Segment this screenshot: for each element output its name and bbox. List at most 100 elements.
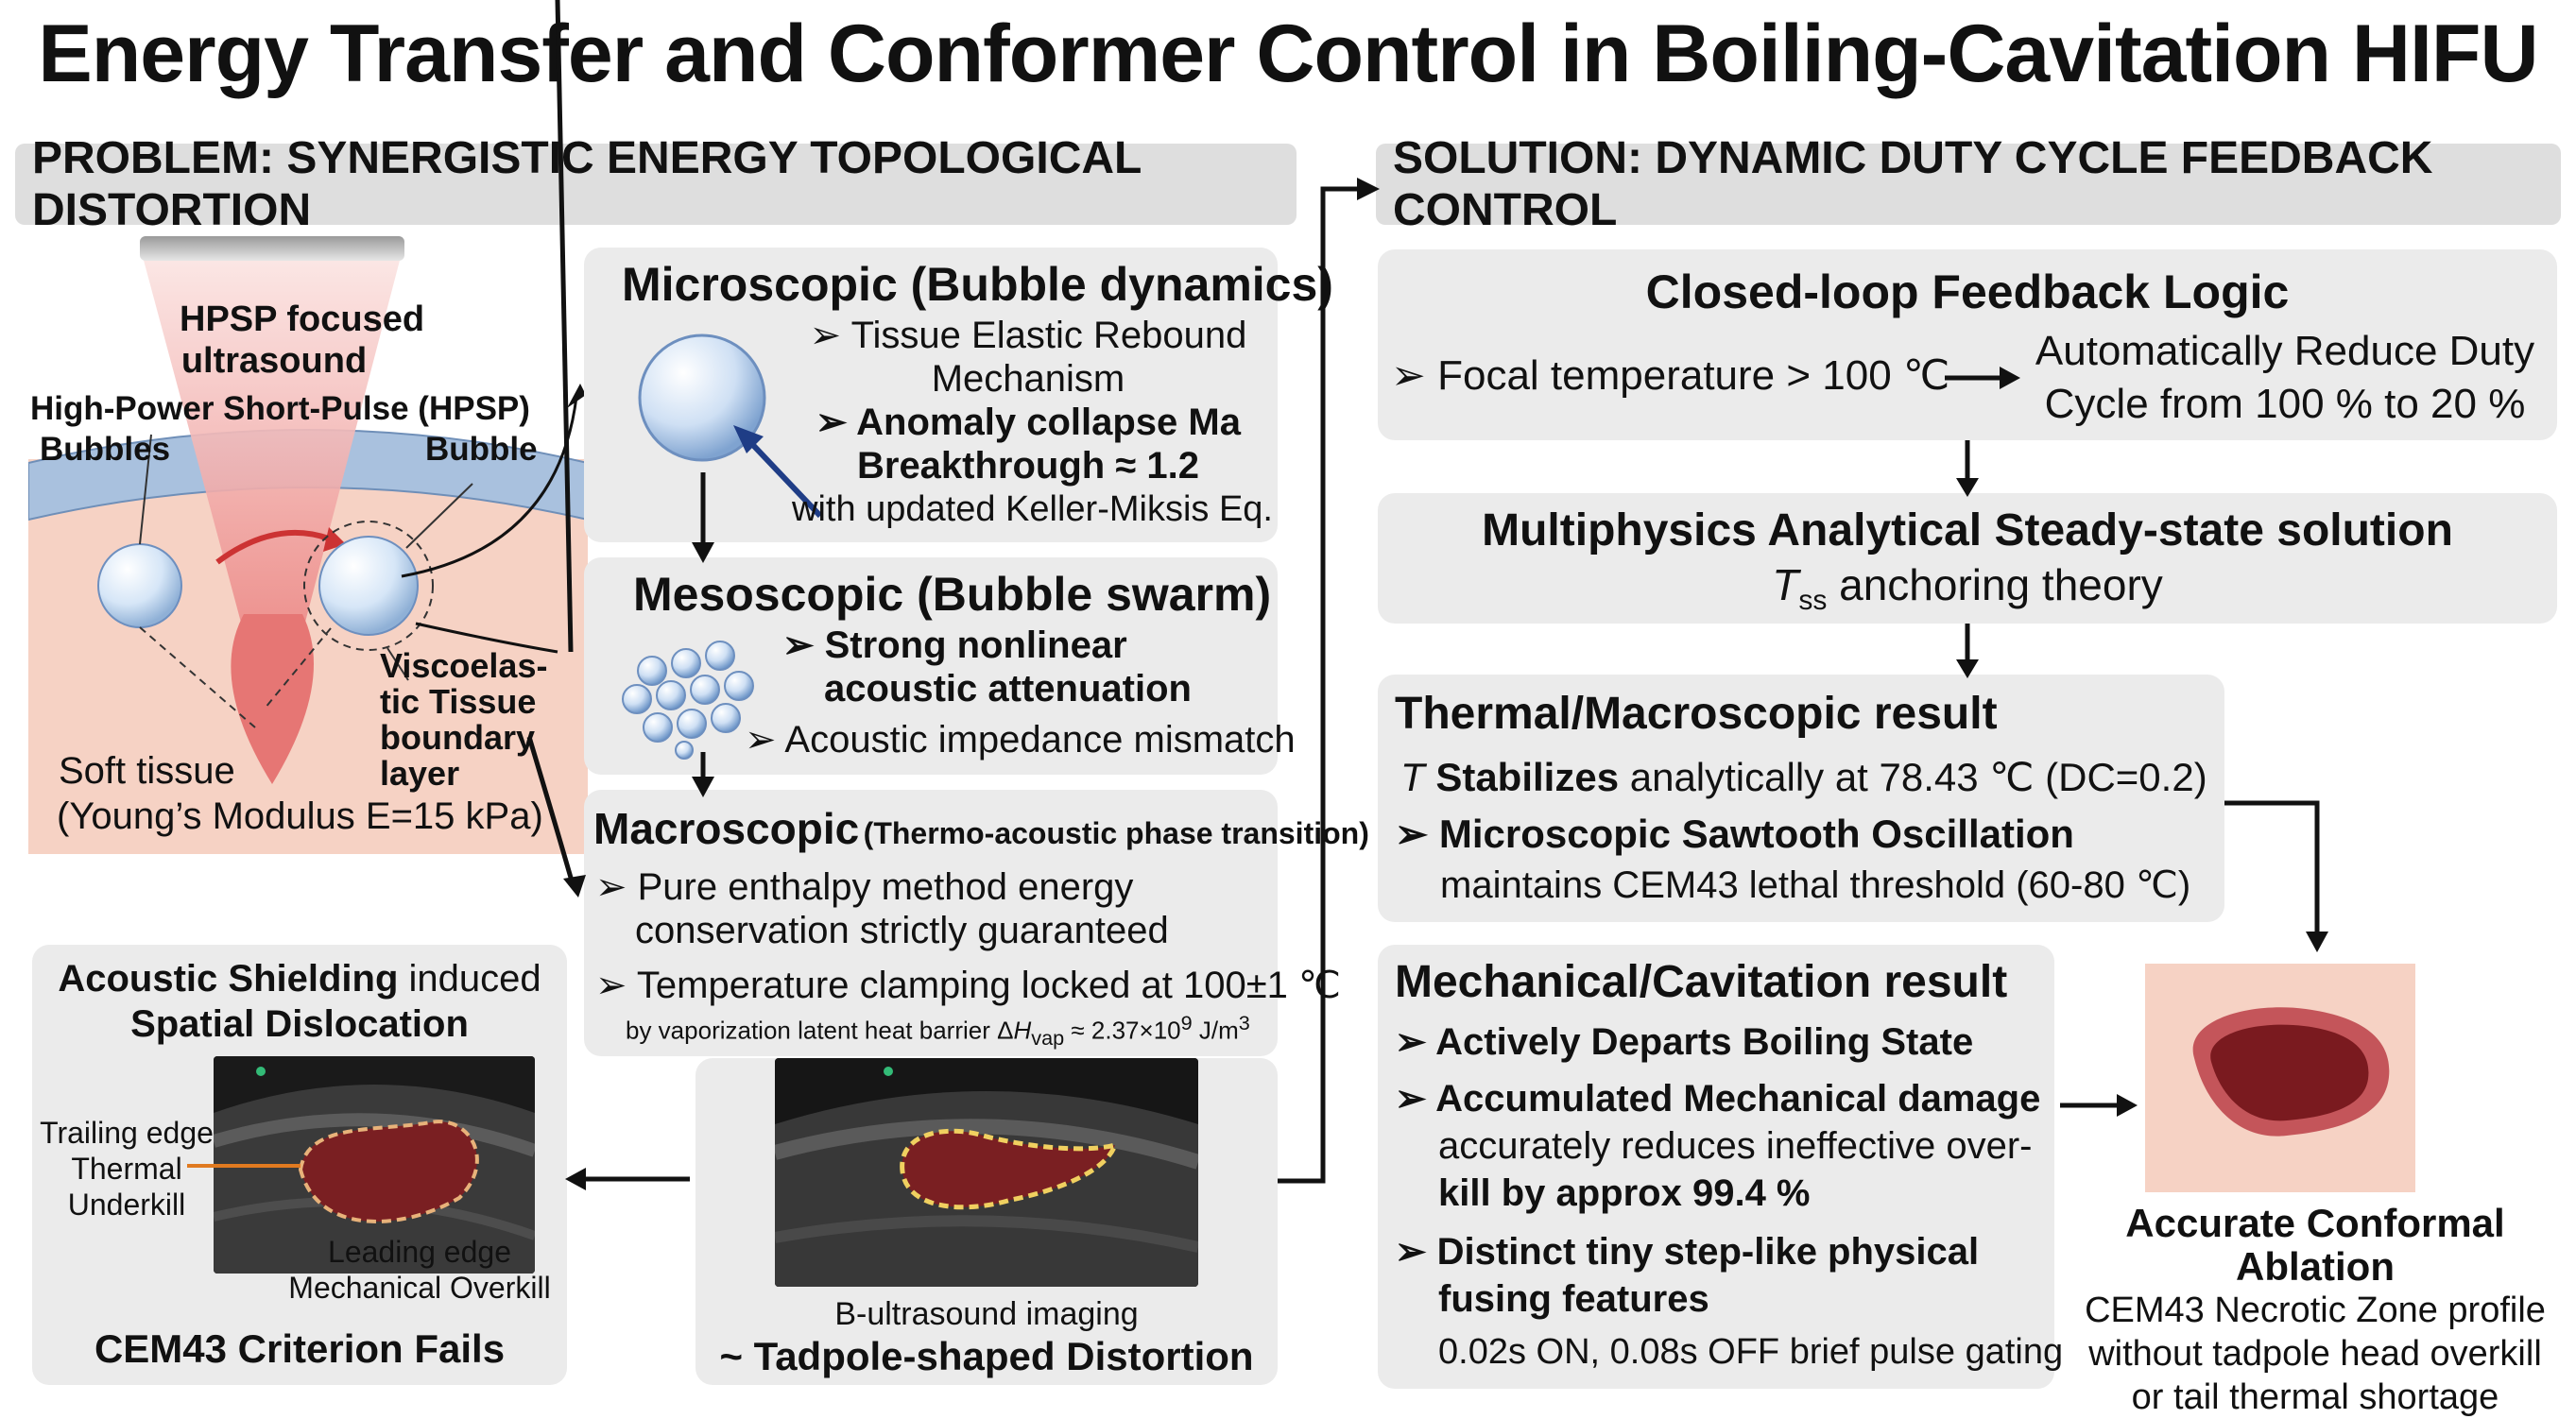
tss-sub: ss [1798,585,1828,617]
closed-loop-panel: Closed-loop Feedback Logic ➢ Focal tempe… [1378,249,2557,440]
multiphysics-subtitle: Tss anchoring theory [1378,559,2557,617]
mesoscopic-line3: ➢ Acoustic impedance mismatch [745,719,1296,761]
bubble-swarm-graphic [622,641,754,760]
beam-label-line1: HPSP focused [180,299,425,339]
thermal-value: analytically at 78.43 ℃ (DC=0.2) [1619,755,2207,799]
latent-heat-text: by vaporization latent heat barrier Δ [626,1016,1014,1045]
shielding-title-bold1: Acoustic Shielding [58,958,399,1000]
microscopic-line5: with updated Keller-Miksis Eq. [792,489,1273,529]
leading-line1: Leading edge [328,1235,511,1269]
mechanical-panel: Mechanical/Cavitation result ➢ Actively … [1378,945,2063,1389]
mechanical-line6: fusing features [1438,1278,1709,1320]
shielding-panel: Acoustic Shielding induced Spatial Dislo… [32,945,567,1385]
viscoelastic-label: Viscoelas- tic Tissue boundary layer [380,648,547,792]
ablation-title: Accurate Conformal Ablation [2125,1201,2505,1289]
mesoscopic-line1: ➢ Strong nonlinear [782,624,1127,666]
solution-header: SOLUTION: DYNAMIC DUTY CYCLE FEEDBACK CO… [1376,133,2561,235]
visco-line3: boundary [380,718,536,757]
macroscopic-panel: Macroscopic (Thermo-acoustic phase trans… [584,790,1369,1056]
problem-header: PROBLEM: SYNERGISTIC ENERGY TOPOLOGICAL … [15,133,1297,235]
single-bubble-graphic [638,333,823,519]
latent-heat-unit: J/m [1192,1016,1239,1045]
mechanical-line3: accurately reduces ineffective over- [1438,1125,2033,1167]
ablation-line1: CEM43 Necrotic Zone profile [2085,1291,2546,1330]
trailing-line3: Underkill [67,1188,186,1222]
beam-label: HPSP focused ultrasound [180,299,425,382]
tissue-illustration-svg [27,236,589,854]
ablation-image [2145,964,2415,1192]
ultrasound-image-tadpole [775,1058,1198,1287]
macroscopic-title: Macroscopic [593,804,860,853]
mesoscopic-line2: acoustic attenuation [824,668,1192,710]
microscopic-text: ➢ Tissue Elastic Rebound Mechanism ➢ Ano… [792,314,1273,531]
macroscopic-text: ➢ Pure enthalpy method energy conservati… [595,865,1341,1007]
mechanical-line4: kill by approx 99.4 % [1438,1172,1811,1214]
bubble-label: Bubble [425,431,538,468]
latent-heat-unit-exp: 3 [1238,1011,1250,1034]
mesoscopic-title: Mesoscopic (Bubble swarm) [633,568,1272,621]
latent-heat-sub: vap [1031,1025,1065,1050]
mechanical-title: Mechanical/Cavitation result [1395,957,2008,1007]
tss-symbol: T [1772,560,1799,609]
thermal-line1: T Stabilizes analytically at 78.43 ℃ (DC… [1400,754,2207,800]
microscopic-line4: Breakthrough ≈ 1.2 [856,445,1200,487]
ablation-line3: or tail thermal shortage [2131,1377,2499,1417]
visco-line1: Viscoelas- [380,646,548,685]
visco-line4: layer [380,754,460,793]
ablation-caption: Accurate Conformal Ablation CEM43 Necrot… [2060,1202,2570,1419]
shielding-title-bold2: Spatial Dislocation [130,1003,469,1045]
soft-tissue-label: Soft tissue [59,750,235,792]
tss-rest: anchoring theory [1827,560,2163,609]
microscopic-line2: Mechanism [931,358,1125,400]
thermal-t-symbol: T [1400,755,1425,799]
tissue-illustration: HPSP focused ultrasound High-Power Short… [27,236,589,854]
beam-label-line2: ultrasound [180,341,368,381]
shielding-title-rest: induced [398,958,541,1000]
thermal-line3: maintains CEM43 lethal threshold (60-80 … [1440,864,2191,906]
latent-heat-symbol: H [1013,1016,1032,1045]
macroscopic-title-small: (Thermo-acoustic phase transition) [863,816,1369,850]
microscopic-panel: Microscopic (Bubble dynamics) ➢ Tissue E… [584,248,1333,542]
closed-loop-action-line1: Automatically Reduce Duty [2035,328,2535,374]
mechanical-line2: ➢ Accumulated Mechanical damage [1395,1078,2041,1120]
microscopic-title: Microscopic (Bubble dynamics) [622,258,1333,311]
visco-line2: tic Tissue [380,682,537,721]
thermal-panel: Thermal/Macroscopic result T Stabilizes … [1378,675,2224,922]
tadpole-panel: B-ultrasound imaging ~ Tadpole-shaped Di… [696,1058,1278,1385]
ablation-svg [2145,964,2415,1192]
multiphysics-title: Multiphysics Analytical Steady-state sol… [1482,505,2453,556]
leading-line2: Mechanical Overkill [288,1271,551,1305]
tadpole-distortion: ~ Tadpole-shaped Distortion [719,1334,1254,1378]
b-ultrasound-caption: B-ultrasound imaging [834,1296,1139,1332]
macroscopic-line1: ➢ Pure enthalpy method energy [595,866,1134,908]
microscopic-line3: ➢ Anomaly collapse Ma [816,402,1241,443]
leading-edge-label: Leading edge Mechanical Overkill [268,1234,571,1306]
tadpole-us-svg [775,1058,1198,1287]
mechanical-line7: 0.02s ON, 0.08s OFF brief pulse gating [1438,1332,2064,1372]
closed-loop-action: Automatically Reduce Duty Cycle from 100… [2030,325,2540,431]
shielding-us-svg [214,1056,535,1274]
thermal-title: Thermal/Macroscopic result [1395,689,1998,739]
trailing-line2: Thermal [71,1152,182,1186]
thermal-line2: ➢ Microscopic Sawtooth Oscillation [1395,812,2074,856]
thermal-stabilizes: Stabilizes [1424,755,1620,799]
mechanical-line5: ➢ Distinct tiny step-like physical [1395,1231,1980,1273]
mechanical-text: ➢ Actively Departs Boiling State ➢ Accum… [1395,1018,2063,1376]
closed-loop-title: Closed-loop Feedback Logic [1645,265,2290,318]
trailing-pointer [187,1164,301,1168]
closed-loop-action-line2: Cycle from 100 % to 20 % [2044,381,2526,427]
macroscopic-title-row: Macroscopic (Thermo-acoustic phase trans… [593,803,1369,854]
ablation-line2: without tadpole head overkill [2088,1334,2542,1374]
mesoscopic-panel: Mesoscopic (Bubble swarm) ➢ Strong nonli… [584,557,1296,775]
cem43-fails: CEM43 Criterion Fails [94,1326,506,1371]
bubbles-label: Bubbles [40,431,171,468]
macroscopic-line4: by vaporization latent heat barrier ΔHva… [626,1011,1250,1051]
shielding-title: Acoustic Shielding induced Spatial Dislo… [32,956,567,1047]
trailing-line1: Trailing edge [40,1116,214,1150]
macroscopic-line2: conservation strictly guaranteed [635,910,1169,951]
youngs-modulus-label: (Young’s Modulus E=15 kPa) [57,795,543,837]
microscopic-line1: ➢ Tissue Elastic Rebound [809,315,1247,356]
closed-loop-condition: ➢ Focal temperature > 100 ℃ [1391,352,1950,399]
arrow-right-icon [1945,367,2020,389]
ultrasound-image-shielding [214,1056,535,1274]
